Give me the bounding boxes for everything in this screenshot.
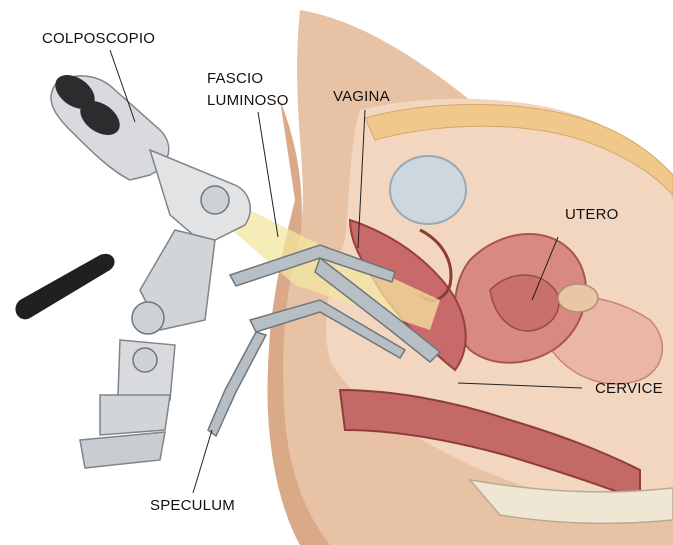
knob-middle <box>132 302 164 334</box>
colposcope <box>15 68 250 468</box>
colposcope-label: COLPOSCOPIO <box>42 30 155 48</box>
vagina-label: VAGINA <box>333 88 390 106</box>
cervix-label: CERVICE <box>595 380 663 398</box>
light-beam-label-line2: LUMINOSO <box>207 92 289 110</box>
handle <box>15 254 114 319</box>
uterus-label: UTERO <box>565 206 619 224</box>
speculum-label: SPECULUM <box>150 497 235 515</box>
ovary <box>558 284 598 312</box>
bladder <box>390 156 466 224</box>
knob-top <box>201 186 229 214</box>
knob-lower <box>133 348 157 372</box>
light-beam-label-line1: FASCIO <box>207 70 263 88</box>
